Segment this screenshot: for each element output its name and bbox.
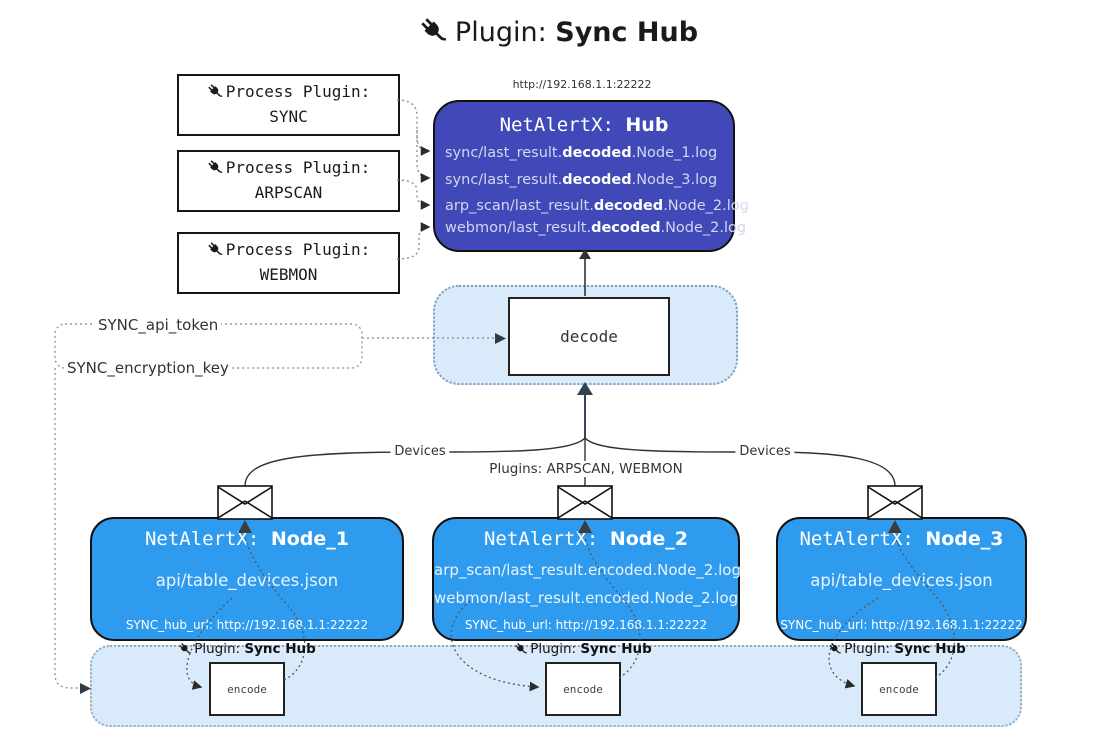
- node1-title: NetAlertX: Node_1: [144, 528, 349, 550]
- node2-hub-url: SYNC_hub_url: http://192.168.1.1:22222: [464, 618, 708, 632]
- process-plugin-sync-box: Process Plugin: SYNC: [177, 74, 400, 136]
- encode-box-3: encode: [861, 662, 937, 716]
- plug-icon: [829, 643, 841, 654]
- process-plugin-label: Process Plugin:: [179, 156, 398, 181]
- node2-file: arp_scan/last_result.encoded.Node_2.log: [434, 561, 741, 579]
- envelope-icon: [867, 485, 923, 520]
- hub-title: NetAlertX: Hub: [499, 114, 669, 136]
- plugin-to-hub-connectors: [396, 99, 431, 260]
- node2-title: NetAlertX: Node_2: [483, 528, 688, 550]
- node2-box: NetAlertX: Node_2 arp_scan/last_result.e…: [432, 517, 741, 641]
- process-plugin-name: SYNC: [269, 107, 308, 126]
- node2-file: webmon/last_result.encoded.Node_2.log: [434, 589, 739, 607]
- envelope-icon: [217, 485, 273, 520]
- encode-box-2: encode: [545, 662, 621, 716]
- node1-box: NetAlertX: Node_1 api/table_devices.json…: [90, 517, 404, 641]
- title-text: Plugin:: [454, 17, 556, 48]
- node3-title: NetAlertX: Node_3: [799, 528, 1004, 550]
- edge-label-plugins: Plugins: ARPSCAN, WEBMON: [485, 461, 687, 477]
- process-plugin-name: ARPSCAN: [254, 183, 323, 202]
- plug-icon: [515, 643, 527, 654]
- process-plugin-label: Process Plugin:: [179, 238, 398, 263]
- plug-icon: [179, 643, 191, 654]
- encode-box-1: encode: [209, 662, 285, 716]
- decode-box: decode: [508, 297, 670, 376]
- edge-label-devices-right: Devices: [735, 444, 795, 459]
- plug-icon: [421, 18, 447, 41]
- hub-url-label: http://192.168.1.1:22222: [512, 78, 652, 91]
- node3-hub-url: SYNC_hub_url: http://192.168.1.1:22222: [780, 618, 1023, 632]
- encode-plugin-label: Plugin: Sync Hub: [828, 641, 966, 657]
- process-plugin-arpscan-box: Process Plugin: ARPSCAN: [177, 150, 400, 212]
- node3-box: NetAlertX: Node_3 api/table_devices.json…: [776, 517, 1027, 641]
- page-title: Plugin: Sync Hub: [0, 16, 1117, 48]
- node3-file: api/table_devices.json: [810, 571, 993, 590]
- envelope-icon: [557, 485, 613, 520]
- process-plugin-label: Process Plugin:: [179, 80, 398, 105]
- node1-hub-url: SYNC_hub_url: http://192.168.1.1:22222: [125, 618, 369, 632]
- plug-icon: [208, 160, 223, 174]
- hub-log-line: sync/last_result.decoded.Node_3.log: [445, 172, 718, 188]
- node1-file: api/table_devices.json: [155, 571, 339, 590]
- hub-log-line: sync/last_result.decoded.Node_1.log: [445, 145, 718, 161]
- encode-plugin-label: Plugin: Sync Hub: [514, 641, 652, 657]
- hub-log-line: arp_scan/last_result.decoded.Node_2.log: [445, 198, 749, 214]
- hub-log-line: webmon/last_result.decoded.Node_2.log: [445, 220, 747, 236]
- hub-box: NetAlertX: Hub sync/last_result.decoded.…: [433, 100, 749, 252]
- encode-plugin-label: Plugin: Sync Hub: [178, 641, 316, 657]
- plug-icon: [208, 84, 223, 98]
- edge-label-devices-left: Devices: [390, 444, 450, 459]
- plug-icon: [208, 242, 223, 256]
- sync-api-token-label: SYNC_api_token: [95, 316, 222, 334]
- process-plugin-name: WEBMON: [259, 265, 318, 284]
- title-text-bold: Sync Hub: [555, 17, 699, 48]
- sync-encryption-key-label: SYNC_encryption_key: [64, 359, 232, 377]
- process-plugin-webmon-box: Process Plugin: WEBMON: [177, 232, 400, 294]
